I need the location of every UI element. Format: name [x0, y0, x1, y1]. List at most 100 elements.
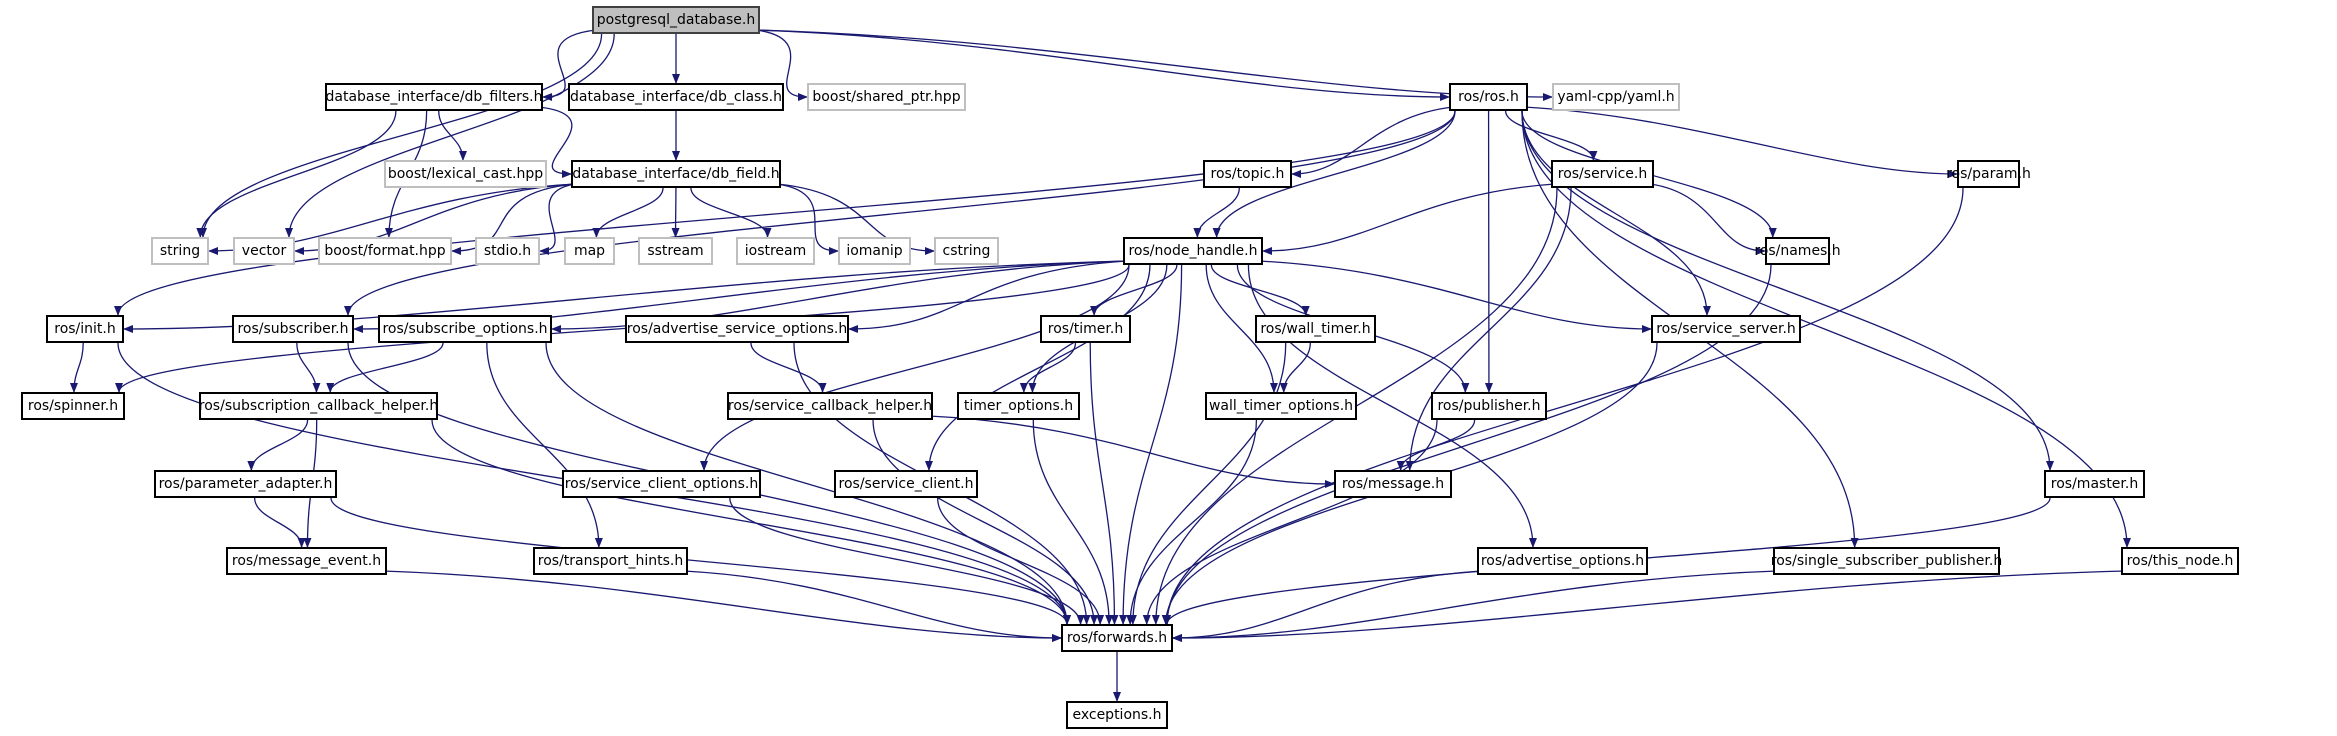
node-label: ros/publisher.h: [1437, 398, 1541, 414]
node-this-node[interactable]: ros/this_node.h: [2121, 547, 2239, 575]
edge-node-handle-to-service-client: [924, 264, 1151, 471]
node-subscribe-options[interactable]: ros/subscribe_options.h: [378, 315, 552, 343]
node-exceptions[interactable]: exceptions.h: [1066, 701, 1168, 729]
edge-db-filters-to-lexical-cast: [438, 110, 467, 161]
edge-node-handle-to-timer: [1090, 264, 1178, 316]
node-db-class[interactable]: database_interface/db_class.h: [568, 83, 784, 111]
edge-postgresql-database-to-db-filters: [542, 29, 597, 101]
edge-service-callback-helper-to-message: [928, 415, 1335, 488]
edge-db-field-to-format: [451, 183, 576, 255]
node-label: ros/message.h: [1341, 476, 1445, 492]
edge-node-handle-to-wall-timer: [1210, 264, 1310, 316]
node-label: ros/param.h: [1946, 166, 2031, 182]
edge-service-client-options-to-forwards: [729, 497, 1085, 625]
node-db-field[interactable]: database_interface/db_field.h: [571, 160, 781, 188]
node-label: ros/service_client_options.h: [564, 476, 759, 492]
node-advertise-options[interactable]: ros/advertise_options.h: [1477, 547, 1648, 575]
node-parameter-adapter[interactable]: ros/parameter_adapter.h: [154, 470, 337, 498]
node-db-filters[interactable]: database_interface/db_filters.h: [325, 83, 543, 111]
node-service[interactable]: ros/service.h: [1551, 160, 1654, 188]
node-timer[interactable]: ros/timer.h: [1040, 315, 1131, 343]
node-service-client[interactable]: ros/service_client.h: [834, 470, 978, 498]
edge-ros-to-topic: [1291, 106, 1454, 178]
edge-message-event-to-forwards: [382, 570, 1062, 642]
edge-service-to-message: [1405, 187, 1572, 471]
node-master[interactable]: ros/master.h: [2044, 470, 2145, 498]
node-label: timer_options.h: [963, 398, 1074, 414]
node-subscriber[interactable]: ros/subscriber.h: [232, 315, 354, 343]
edge-service-client-to-forwards: [937, 497, 1105, 625]
edge-advertise-options-to-forwards: [1172, 570, 1482, 642]
node-label: ros/ros.h: [1458, 89, 1519, 105]
node-label: sstream: [647, 243, 704, 259]
edge-ros-to-init: [114, 110, 1456, 316]
node-forwards[interactable]: ros/forwards.h: [1061, 624, 1173, 652]
edge-ros-to-node-handle: [1212, 110, 1456, 238]
edge-db-filters-to-string: [196, 110, 397, 238]
edge-subscribe-options-to-subscription-callback-helper: [326, 342, 444, 393]
node-label: ros/this_node.h: [2126, 553, 2234, 569]
node-param[interactable]: ros/param.h: [1946, 160, 2031, 188]
node-subscription-callback-helper[interactable]: ros/subscription_callback_helper.h: [199, 392, 438, 420]
node-lexical-cast: boost/lexical_cast.hpp: [384, 160, 547, 188]
node-wall-timer-options[interactable]: wall_timer_options.h: [1205, 392, 1357, 420]
node-service-server[interactable]: ros/service_server.h: [1651, 315, 1801, 343]
node-label: ros/service.h: [1557, 166, 1648, 182]
node-iostream: iostream: [736, 237, 815, 265]
node-ros[interactable]: ros/ros.h: [1449, 83, 1528, 111]
node-format: boost/format.hpp: [318, 237, 452, 265]
edge-parameter-adapter-to-forwards: [330, 497, 1071, 625]
node-label: boost/format.hpp: [324, 243, 446, 259]
edge-publisher-to-forwards: [1142, 419, 1438, 625]
node-label: ros/subscription_callback_helper.h: [198, 398, 439, 414]
edge-node-handle-to-advertise-service-options: [848, 260, 1128, 333]
node-vector: vector: [233, 237, 295, 265]
node-publisher[interactable]: ros/publisher.h: [1431, 392, 1547, 420]
node-label: ros/subscribe_options.h: [382, 321, 548, 337]
edge-transport-hints-to-forwards: [683, 570, 1062, 642]
edge-subscription-callback-helper-to-parameter-adapter: [247, 419, 309, 471]
node-timer-options[interactable]: timer_options.h: [957, 392, 1080, 420]
node-label: wall_timer_options.h: [1208, 398, 1354, 414]
edge-init-to-spinner: [69, 342, 84, 393]
edge-node-handle-to-forwards: [1119, 264, 1183, 625]
node-topic[interactable]: ros/topic.h: [1203, 160, 1292, 188]
edge-ros-to-service-server: [1521, 110, 1711, 316]
node-spinner[interactable]: ros/spinner.h: [21, 392, 125, 420]
edge-subscribe-options-to-transport-hints: [486, 342, 603, 548]
node-label: ros/init.h: [54, 321, 116, 337]
node-label: yaml-cpp/yaml.h: [1557, 89, 1675, 105]
node-sstream: sstream: [638, 237, 713, 265]
edge-timer-options-to-forwards: [1032, 419, 1114, 625]
node-transport-hints[interactable]: ros/transport_hints.h: [533, 547, 688, 575]
node-init[interactable]: ros/init.h: [46, 315, 124, 343]
node-service-client-options[interactable]: ros/service_client_options.h: [562, 470, 761, 498]
edge-postgresql-database-to-string: [199, 33, 603, 238]
node-label: ros/service_client.h: [838, 476, 974, 492]
edge-node-handle-to-spinner: [115, 264, 1130, 393]
node-wall-timer[interactable]: ros/wall_timer.h: [1255, 315, 1376, 343]
node-label: map: [573, 243, 606, 259]
edge-service-callback-helper-to-forwards: [872, 419, 1099, 625]
edge-advertise-service-options-to-service-callback-helper: [750, 342, 827, 393]
node-message-event[interactable]: ros/message_event.h: [226, 547, 387, 575]
edge-wall-timer-options-to-forwards: [1126, 419, 1258, 625]
node-label: ros/names.h: [1754, 243, 1841, 259]
node-label: ros/service_callback_helper.h: [727, 398, 933, 414]
edge-timer-to-forwards: [1089, 342, 1119, 625]
node-label: ros/service_server.h: [1656, 321, 1796, 337]
node-iomanip: iomanip: [838, 237, 911, 265]
node-label: ros/timer.h: [1047, 321, 1124, 337]
node-advertise-service-options[interactable]: ros/advertise_service_options.h: [625, 315, 849, 343]
node-node-handle[interactable]: ros/node_handle.h: [1123, 237, 1263, 265]
node-cstring: cstring: [934, 237, 999, 265]
node-single-subscriber-publisher[interactable]: ros/single_subscriber_publisher.h: [1771, 547, 2002, 575]
edge-db-filters-to-db-field: [538, 106, 573, 178]
node-names[interactable]: ros/names.h: [1754, 237, 1841, 265]
node-string: string: [151, 237, 209, 265]
node-service-callback-helper[interactable]: ros/service_callback_helper.h: [727, 392, 933, 420]
edge-node-handle-to-wall-timer-options: [1205, 264, 1278, 393]
node-stdio: stdio.h: [475, 237, 540, 265]
node-message[interactable]: ros/message.h: [1334, 470, 1452, 498]
